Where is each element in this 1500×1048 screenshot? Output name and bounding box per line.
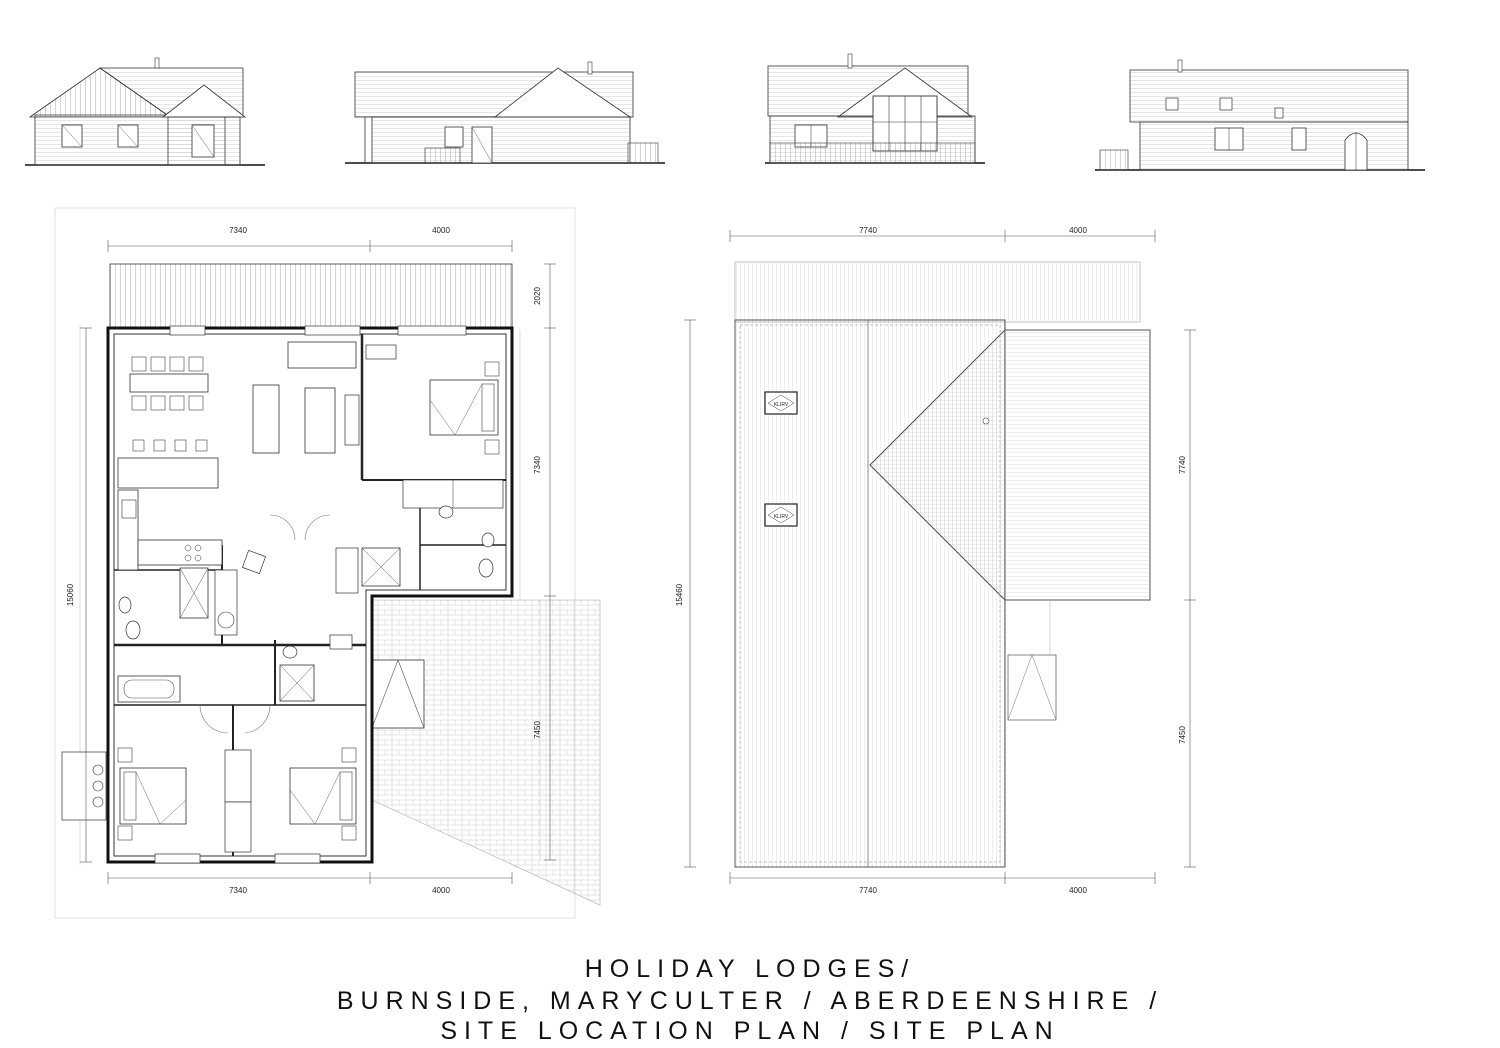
roof-dim-top-right: 4000 bbox=[1069, 226, 1087, 235]
floor-dim-right-lower: 7450 bbox=[533, 721, 542, 739]
roof-dim-bottom-left: 7740 bbox=[859, 886, 877, 895]
rooflight-lower: KLIRV bbox=[764, 503, 798, 527]
rooflight-label-lower: KLIRV bbox=[774, 514, 789, 520]
floor-dim-bottom-right: 4000 bbox=[432, 886, 450, 895]
roof-plan: KLIRV KLIRV 7740 4000 15460 7740 7450 bbox=[675, 226, 1196, 895]
floor-plan: 7340 4000 2020 7340 7450 15060 7340 4000 bbox=[54, 207, 601, 919]
floor-dim-top-left: 7340 bbox=[229, 226, 247, 235]
roof-dim-right-lower: 7450 bbox=[1178, 726, 1187, 744]
floor-dim-left-total: 15060 bbox=[66, 583, 75, 606]
floor-dim-bottom-left: 7340 bbox=[229, 886, 247, 895]
elevation-front bbox=[25, 57, 265, 166]
elevation-side-west bbox=[1095, 59, 1425, 171]
roof-dim-top-left: 7740 bbox=[859, 226, 877, 235]
rooflight-upper: KLIRV bbox=[764, 391, 798, 415]
title-line-1: HOLIDAY LODGES/ bbox=[584, 955, 916, 983]
floor-dim-right-upper: 7340 bbox=[533, 456, 542, 474]
roof-dim-right-upper: 7740 bbox=[1178, 456, 1187, 474]
elevation-rear bbox=[765, 53, 985, 164]
title-line-3: SITE LOCATION PLAN / SITE PLAN bbox=[440, 1017, 1060, 1045]
roof-dim-left-total: 15460 bbox=[675, 583, 684, 606]
rooflight-label-upper: KLIRV bbox=[774, 402, 789, 408]
floor-dim-right-deck: 2020 bbox=[533, 287, 542, 305]
title-line-2: BURNSIDE, MARYCULTER / ABERDEENSHIRE / bbox=[336, 987, 1164, 1015]
floor-dim-top-right: 4000 bbox=[432, 226, 450, 235]
roof-dim-bottom-right: 4000 bbox=[1069, 886, 1087, 895]
elevation-side-east bbox=[345, 61, 665, 164]
